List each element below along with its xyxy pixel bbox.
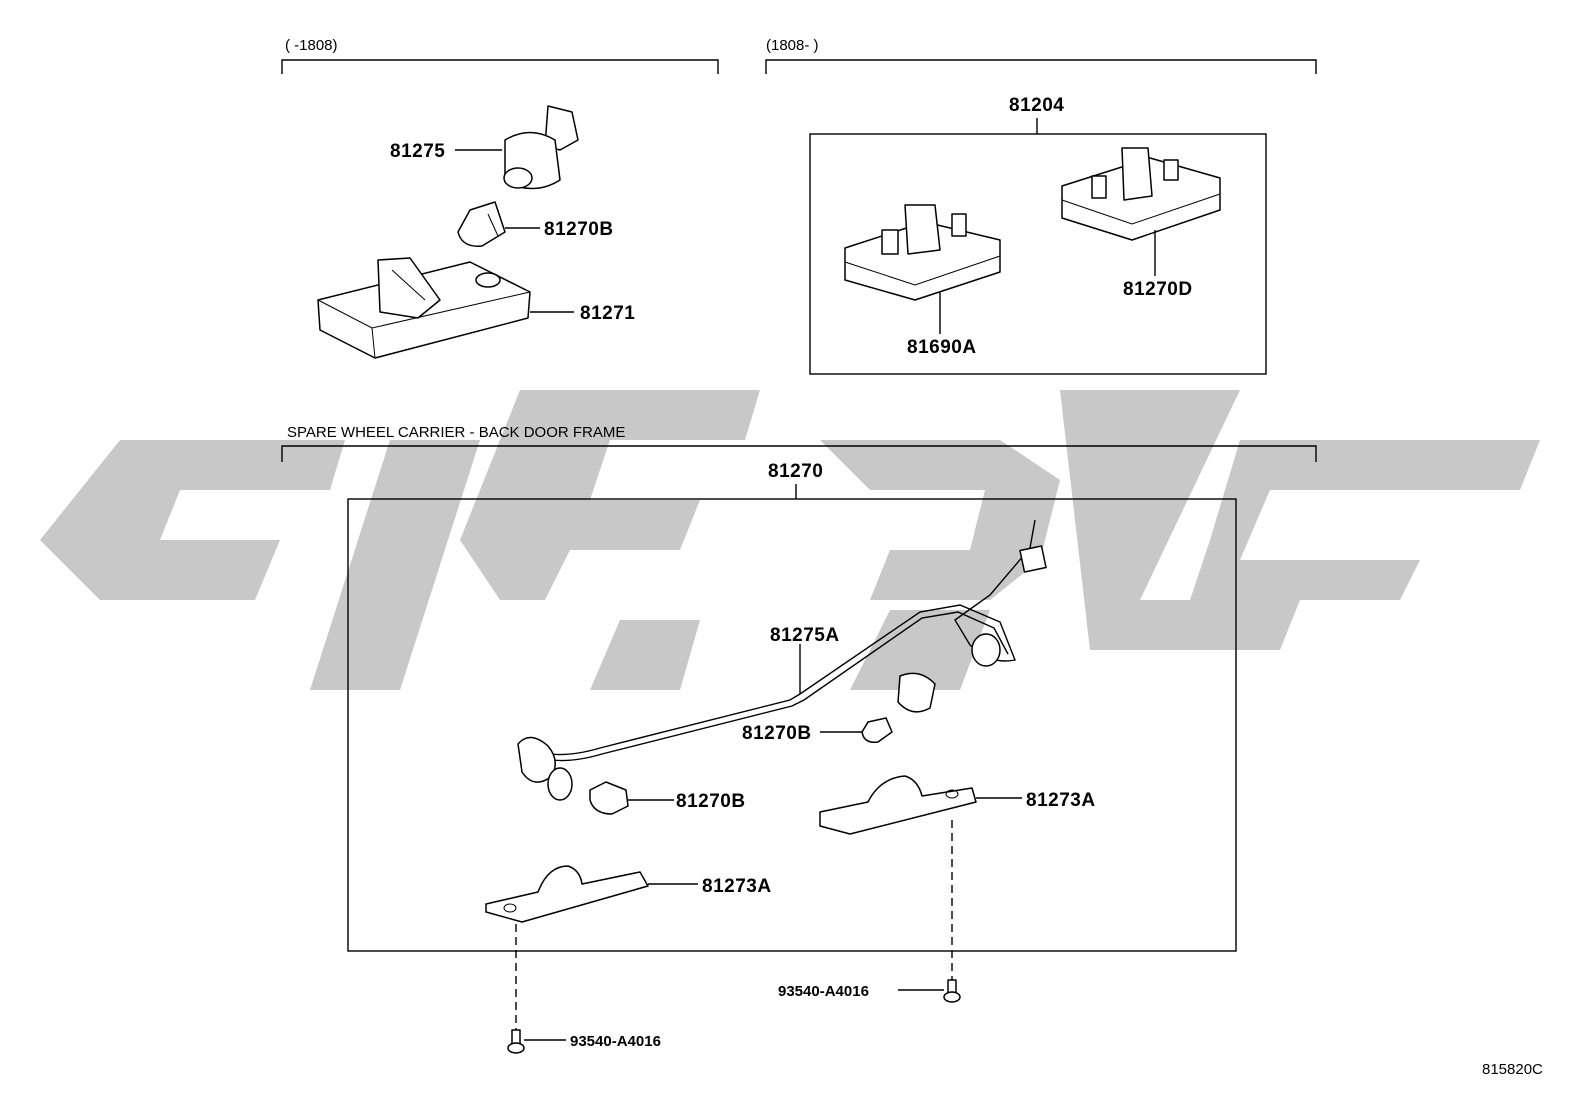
figure-id: 815820C: [1482, 1061, 1543, 1078]
part-number-81271: 81271: [580, 303, 635, 324]
screw-93540-right: [943, 979, 961, 1003]
screw-93540-left: [507, 1029, 525, 1054]
part-number-81204: 81204: [1009, 95, 1064, 116]
assembly-box-81270: [347, 498, 1237, 952]
part-number-81270B-low: 81270B: [676, 791, 746, 812]
assembly-box-81204: [809, 133, 1267, 375]
range-label-left: ( -1808): [285, 37, 338, 54]
part-number-81275: 81275: [390, 141, 445, 162]
range-label-right: (1808- ): [766, 37, 819, 54]
part-number-81275A: 81275A: [770, 625, 840, 646]
bulb-81270B-mid: [861, 717, 893, 744]
part-number-93540-right: 93540-A4016: [778, 983, 869, 1000]
range-label-lower: SPARE WHEEL CARRIER - BACK DOOR FRAME: [287, 424, 625, 441]
watermark-logo: [40, 390, 1540, 690]
part-number-81270: 81270: [768, 461, 823, 482]
wire-harness-81275A: [517, 519, 1047, 801]
part-number-93540-left: 93540-A4016: [570, 1033, 661, 1050]
part-number-81273A-left: 81273A: [702, 876, 772, 897]
part-number-81270B-top: 81270B: [544, 219, 614, 240]
socket-81275: [503, 105, 579, 190]
part-number-81690A: 81690A: [907, 337, 977, 358]
bulb-81270B-top: [457, 201, 506, 247]
part-number-81273A-right: 81273A: [1026, 790, 1096, 811]
part-number-81270B-mid: 81270B: [742, 723, 812, 744]
lamp-81270D: [1061, 147, 1221, 241]
part-number-81270D: 81270D: [1123, 279, 1193, 300]
lens-81273A-right: [819, 775, 977, 835]
lens-81273A-left: [485, 865, 649, 923]
lamp-81690A: [844, 204, 1001, 301]
lamp-housing-81271: [317, 257, 531, 359]
range-bracket-left: [281, 59, 719, 74]
range-bracket-right: [765, 59, 1317, 74]
bulb-81270B-low: [589, 781, 629, 815]
range-bracket-lower: [281, 445, 1317, 462]
